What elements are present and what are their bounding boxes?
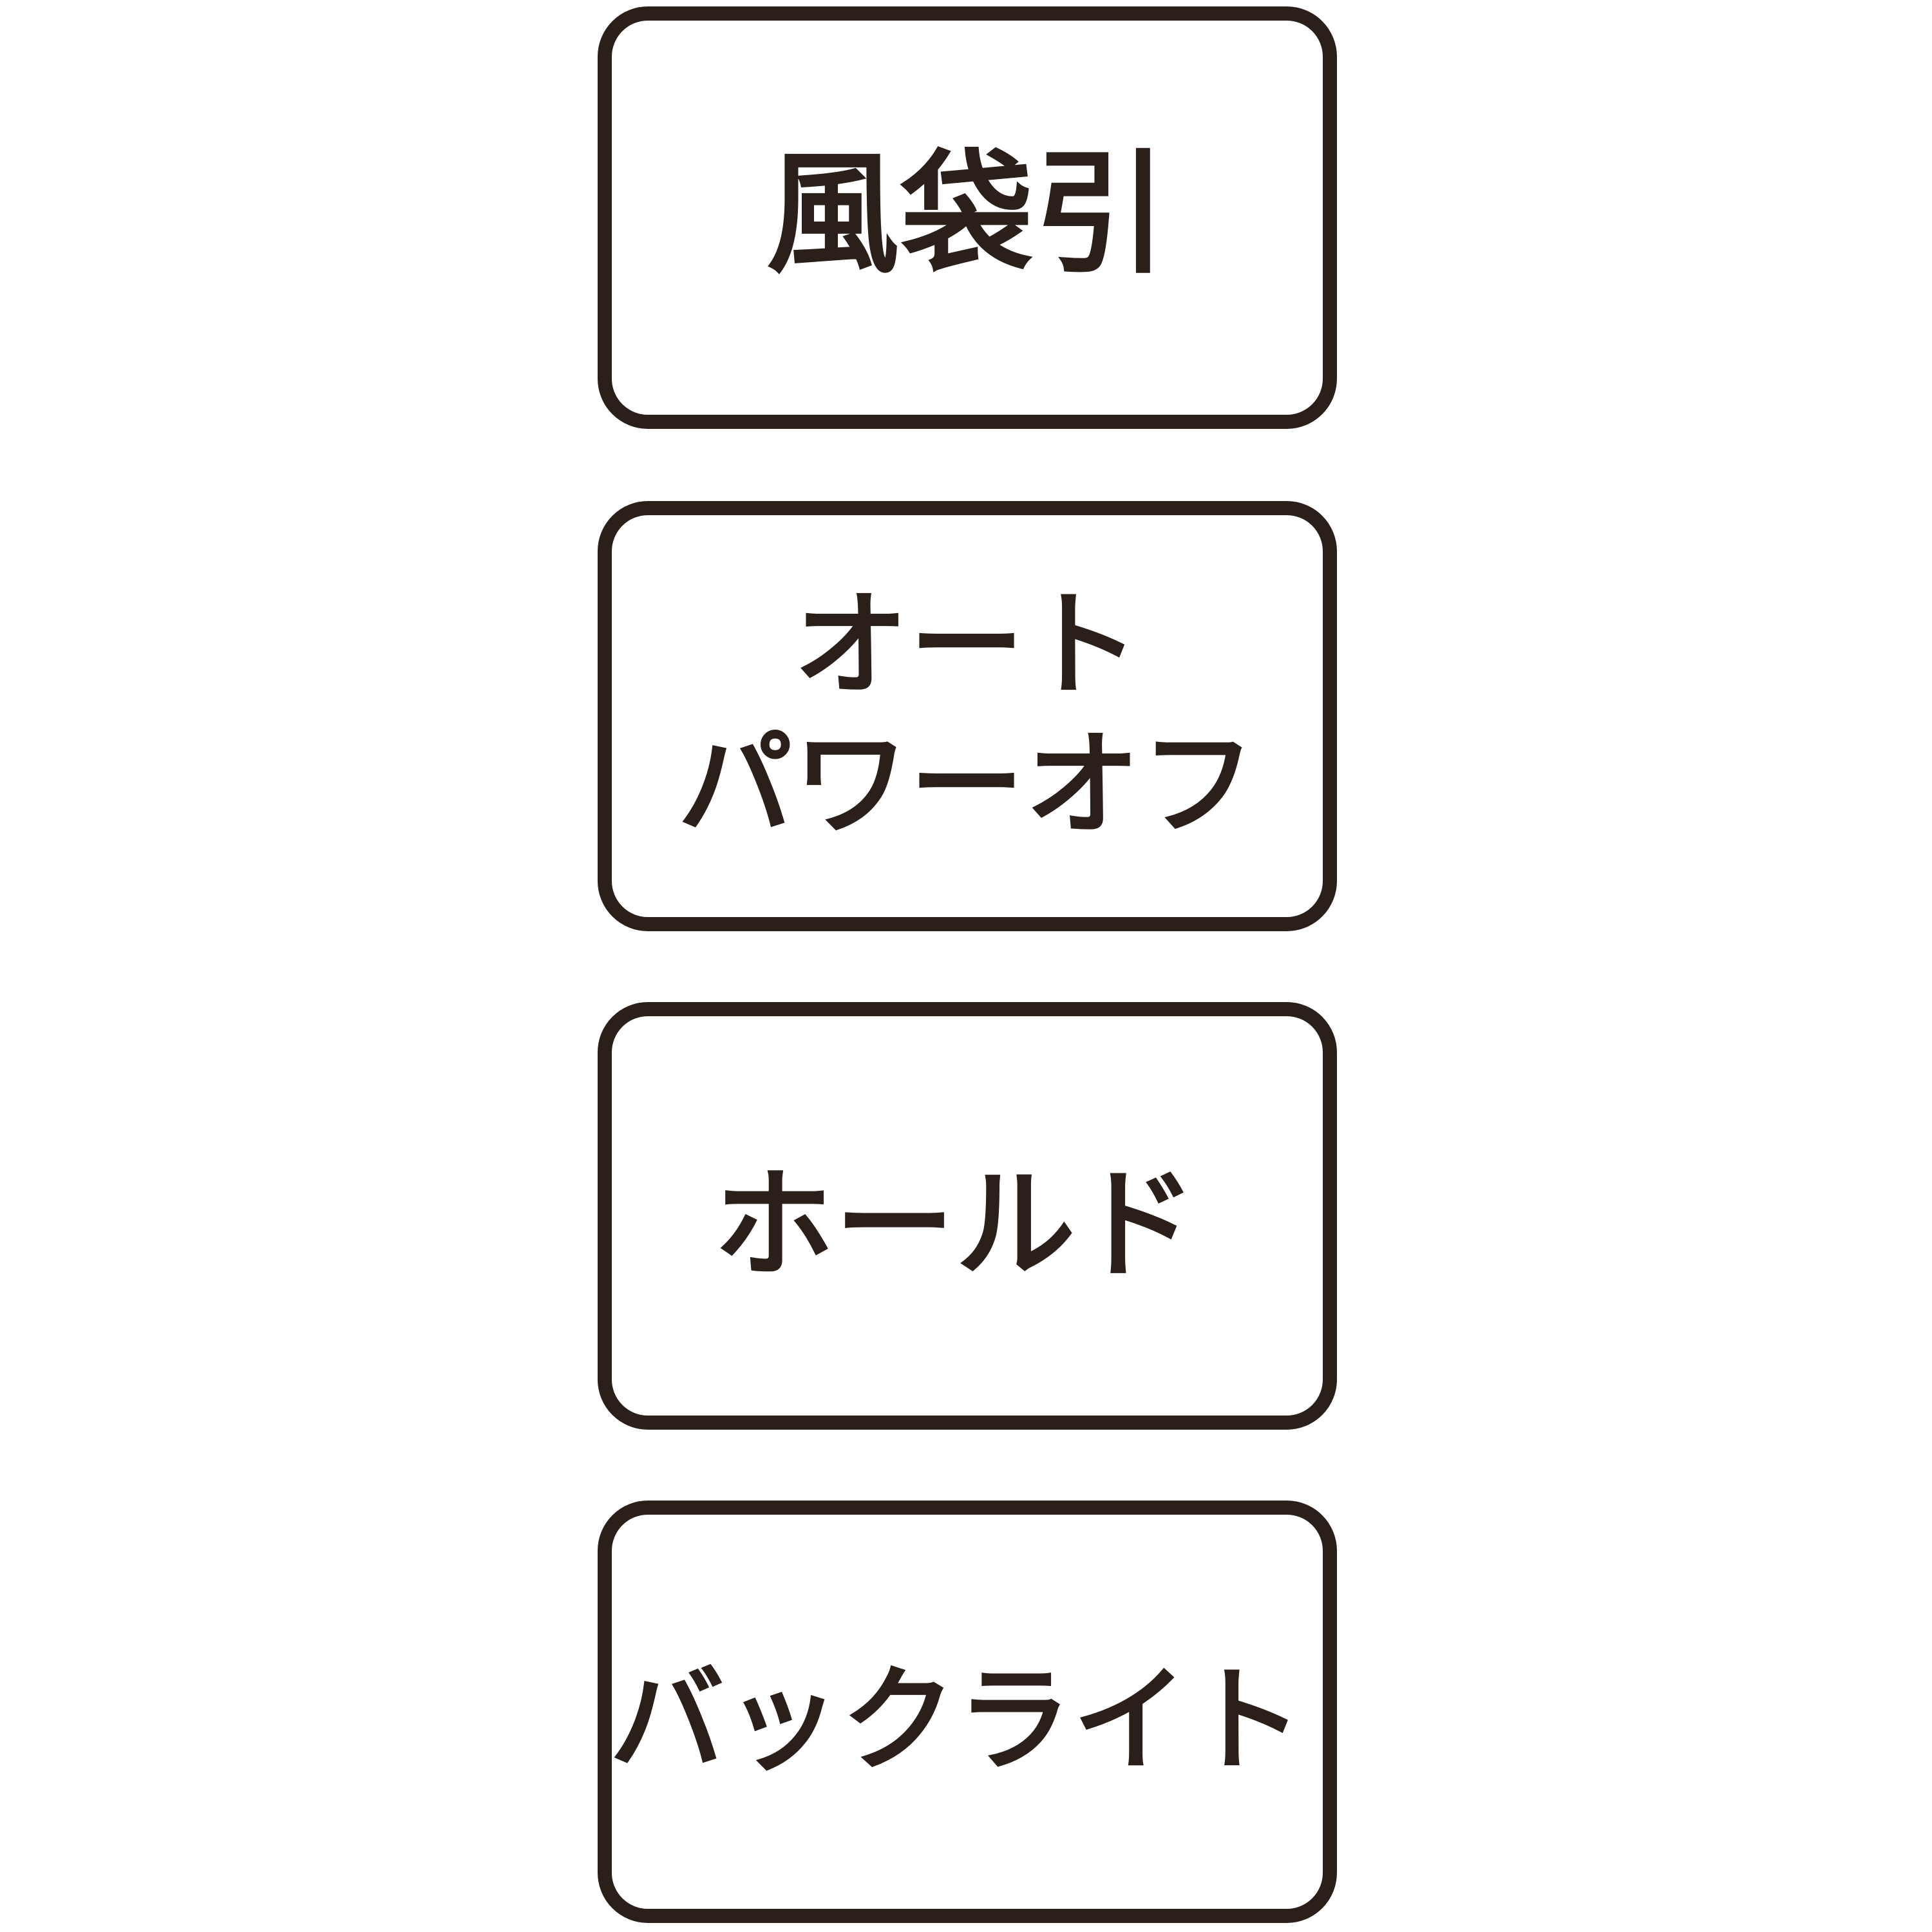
auto-power-off-label-card[interactable]: オート パワーオフ — [598, 501, 1337, 931]
hold-label-card[interactable]: ホールド — [598, 1002, 1337, 1430]
tare-label-text: 風袋引 — [766, 137, 1169, 292]
tare-label-card[interactable]: 風袋引 — [598, 6, 1337, 429]
backlight-label-card[interactable]: バックライト — [598, 1501, 1337, 1923]
backlight-label-text: バックライト — [609, 1653, 1305, 1787]
auto-power-off-label-text: オート パワーオフ — [677, 578, 1257, 851]
hold-label-text: ホールド — [714, 1155, 1198, 1295]
